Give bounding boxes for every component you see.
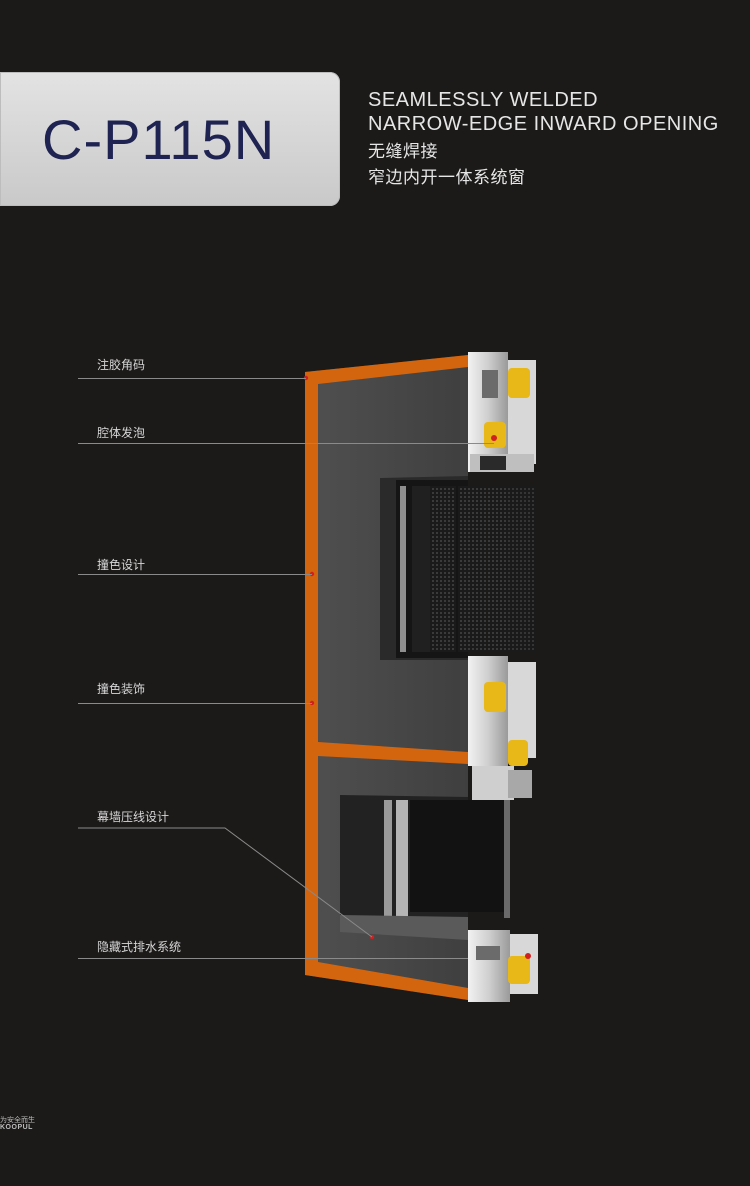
leader-line: [78, 703, 312, 704]
brand-slogan: 为安全而生: [0, 1116, 35, 1124]
leader-line: [78, 378, 306, 379]
upper-opening: [380, 476, 536, 660]
callout-label: 腔体发泡: [97, 426, 146, 440]
callout-label: 注胶角码: [97, 358, 146, 372]
profile-sections: [468, 352, 538, 1002]
brand-name: KOOPUL: [0, 1124, 33, 1131]
leader-line: [78, 443, 494, 444]
callout-label: 撞色装饰: [97, 682, 146, 696]
model-name: C-P115N: [42, 108, 276, 171]
model-badge: [0, 72, 340, 206]
title-en-line2: NARROW-EDGE INWARD OPENING: [368, 113, 719, 135]
leader-line: [78, 958, 468, 959]
callout-label: 撞色设计: [97, 558, 146, 572]
lower-opening: [340, 795, 510, 940]
callout-label: 隐藏式排水系统: [97, 940, 182, 954]
callout-label: 幕墙压线设计: [97, 810, 170, 824]
title-zh-line2: 窄边内开一体系统窗: [368, 168, 526, 188]
brand-logo: 为安全而生 KOOPUL: [0, 1116, 60, 1132]
leader-line: [78, 574, 312, 575]
leader-line-curtainwall: [78, 827, 373, 938]
title-zh-line1: 无缝焊接: [368, 142, 438, 162]
title-en-line1: SEAMLESSLY WELDED: [368, 89, 599, 111]
